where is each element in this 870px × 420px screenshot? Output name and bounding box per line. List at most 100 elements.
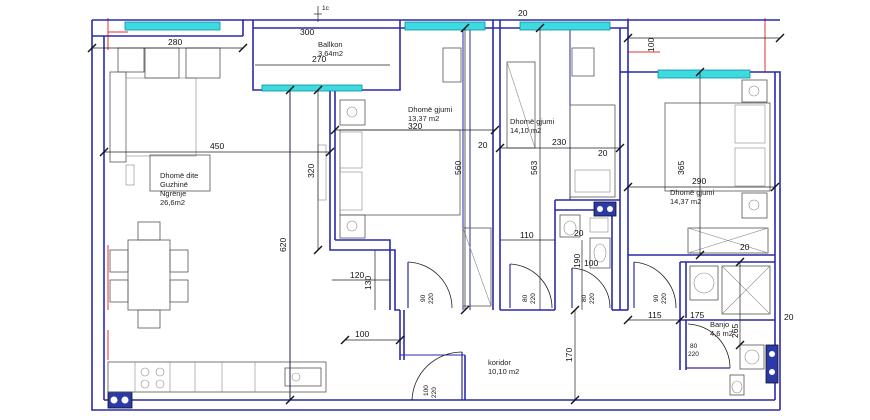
- dim-label: 230: [552, 137, 566, 147]
- dim-label: 110: [520, 230, 534, 240]
- window-bed3: [657, 69, 751, 79]
- balcony-area: 3,64m2: [318, 49, 343, 58]
- living-room-sub1: Guzhinë: [160, 180, 188, 189]
- coffee-table: [149, 154, 211, 192]
- kitchen-counter: [107, 361, 327, 393]
- dim-label: 20: [784, 312, 794, 322]
- nightstand: [741, 79, 768, 103]
- door-height: 220: [428, 293, 435, 304]
- window-bed1: [404, 21, 486, 31]
- chair: [137, 309, 161, 329]
- dim-label: 20: [598, 148, 608, 158]
- balcony-name: Ballkon: [318, 40, 343, 49]
- bed3-area: 14,37 m2: [670, 197, 701, 206]
- door-height: 220: [688, 351, 699, 358]
- bed2-area: 14,10 m2: [510, 126, 541, 135]
- living-furniture: [107, 47, 327, 393]
- dim-label: 320: [306, 164, 316, 178]
- door-width: 90: [420, 294, 427, 302]
- door-height: 220: [661, 293, 668, 304]
- bed2-furniture: [506, 47, 616, 198]
- dimension-lines: [87, 23, 785, 405]
- door-width: 80: [522, 294, 529, 302]
- windows: [124, 21, 751, 92]
- dim-label: 100: [355, 329, 369, 339]
- vent-icon: [765, 344, 779, 384]
- dim-label: 20: [478, 140, 488, 150]
- dim-label: 20: [740, 242, 750, 252]
- dim-label: 290: [692, 176, 706, 186]
- bed3-furniture: [664, 79, 771, 254]
- door-width: 80: [690, 343, 698, 350]
- dim-label: 320: [408, 121, 422, 131]
- armchair: [185, 47, 221, 79]
- dim-label: 20: [574, 228, 584, 238]
- dim-label: 300: [300, 27, 314, 37]
- dim-label: 563: [529, 161, 539, 175]
- nightstand: [339, 214, 366, 239]
- dim-label: 365: [676, 161, 686, 175]
- chair: [571, 47, 595, 77]
- window-balcony: [261, 84, 363, 92]
- wardrobe: [462, 227, 492, 307]
- dimension-labels: 280 270 450 320 300 290 230 110 120 100 …: [168, 8, 794, 362]
- sofa: [109, 71, 127, 163]
- living-room-sub2: Ngrënje: [160, 189, 186, 198]
- door-height: 220: [589, 293, 596, 304]
- kitchen-sink: [284, 367, 322, 387]
- bed3-name: Dhomë gjumi: [670, 188, 715, 197]
- living-room-name: Dhomë dite: [160, 171, 198, 180]
- bed1-name: Dhomë gjumi: [408, 105, 453, 114]
- bed: [664, 102, 771, 192]
- wardrobe: [687, 227, 769, 254]
- chair: [109, 249, 129, 273]
- bath-area: 4,6 m2: [710, 329, 733, 338]
- bed: [339, 129, 461, 216]
- armchair: [144, 47, 180, 79]
- door-width: 80: [581, 294, 588, 302]
- dim-label: 100: [584, 258, 598, 268]
- doors: [407, 261, 731, 401]
- dim-label: 265: [730, 324, 740, 338]
- dim-label: 175: [690, 310, 704, 320]
- bath-name: Banjo: [710, 320, 729, 329]
- dining-table: [127, 239, 171, 311]
- dim-label: 170: [564, 348, 574, 362]
- bed: [569, 104, 616, 198]
- chair: [109, 279, 129, 303]
- dim-label: 100: [646, 38, 656, 52]
- window-living: [124, 21, 221, 31]
- chair: [137, 221, 161, 241]
- window-bed2: [519, 21, 611, 31]
- dim-label: 620: [278, 238, 288, 252]
- section-label: 1c: [322, 5, 330, 12]
- dim-label: 190: [572, 254, 582, 268]
- shower: [721, 265, 771, 315]
- dim-label: 270: [312, 54, 326, 64]
- toilet: [729, 374, 745, 396]
- room-labels: Dhomë dite Guzhinë Ngrënje 26,6m2 Ballko…: [160, 40, 733, 376]
- bed2-name: Dhomë gjumi: [510, 117, 555, 126]
- sink: [739, 344, 765, 370]
- nightstand: [741, 192, 768, 219]
- door-height: 220: [530, 293, 537, 304]
- section-marker: 1c: [314, 5, 330, 22]
- door-width: 90: [653, 294, 660, 302]
- corridor-name: koridor: [488, 358, 511, 367]
- door-width: 100: [423, 385, 430, 396]
- nightstand: [339, 99, 366, 126]
- corridor-area: 10,10 m2: [488, 367, 519, 376]
- dim-label: 120: [350, 270, 364, 280]
- dim-label: 280: [168, 37, 182, 47]
- armchair: [117, 47, 145, 73]
- vents: [107, 201, 779, 409]
- vent-icon: [593, 201, 617, 217]
- dim-label: 20: [518, 8, 528, 18]
- bath-furniture: [559, 214, 771, 396]
- sink: [589, 237, 611, 269]
- dim-label: 450: [210, 141, 224, 151]
- dim-label: 115: [648, 310, 662, 320]
- dim-label: 560: [453, 161, 463, 175]
- washing-machine: [689, 265, 719, 301]
